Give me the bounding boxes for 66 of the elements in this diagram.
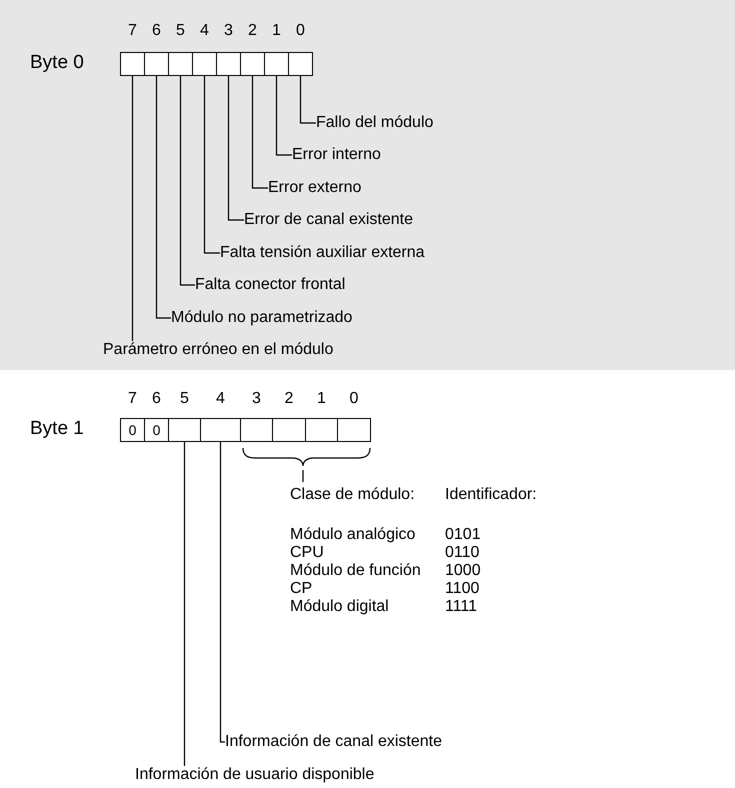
leader-line bbox=[180, 76, 195, 286]
bit-number: 5 bbox=[176, 22, 185, 40]
bit-number: 2 bbox=[284, 390, 294, 408]
table-cell: CP bbox=[290, 580, 312, 598]
bit-cell bbox=[305, 418, 338, 442]
table-cell: 1100 bbox=[445, 580, 480, 598]
bit-number: 4 bbox=[216, 390, 225, 408]
bit-cell bbox=[288, 52, 313, 76]
bit-description: Falta tensión auxiliar externa bbox=[220, 244, 425, 262]
table-cell: Módulo analógico bbox=[290, 526, 416, 544]
bit-description: Información de usuario disponible bbox=[135, 766, 374, 784]
bit-cell bbox=[168, 52, 193, 76]
bit-cell bbox=[240, 418, 273, 442]
bit-description: Fallo del módulo bbox=[316, 114, 434, 132]
leader-line bbox=[228, 76, 244, 221]
bit-description: Error de canal existente bbox=[244, 211, 413, 229]
bit-description: Error externo bbox=[268, 179, 362, 197]
table-cell: 0101 bbox=[445, 526, 481, 544]
table-cell: CPU bbox=[290, 544, 324, 562]
leader-line bbox=[156, 76, 171, 319]
bit-number: 3 bbox=[252, 390, 261, 408]
leader-line bbox=[220, 442, 225, 743]
bit-cell: 0 bbox=[120, 418, 145, 442]
table-header: Identificador: bbox=[445, 486, 537, 504]
bit-number: 7 bbox=[128, 390, 137, 408]
bit-description: Módulo no parametrizado bbox=[171, 309, 352, 327]
table-cell: Módulo de función bbox=[290, 562, 421, 580]
bit-cell bbox=[264, 52, 289, 76]
bit-cell bbox=[144, 52, 169, 76]
bit-number: 6 bbox=[152, 390, 161, 408]
bit-cell bbox=[200, 418, 241, 442]
leader-line bbox=[184, 442, 186, 766]
leader-line bbox=[300, 76, 316, 124]
table-cell: 1111 bbox=[445, 598, 478, 616]
bit-cell bbox=[337, 418, 371, 442]
bit-cell bbox=[120, 52, 145, 76]
bit-cell bbox=[216, 52, 241, 76]
table-cell: 0110 bbox=[445, 544, 480, 562]
table-header: Clase de módulo: bbox=[290, 486, 415, 504]
bit-cell bbox=[168, 418, 201, 442]
leader-line bbox=[204, 76, 220, 254]
bit-description: Información de canal existente bbox=[225, 733, 442, 751]
bit-number: 0 bbox=[350, 390, 358, 408]
bit-number: 1 bbox=[317, 390, 326, 408]
bit-number: 7 bbox=[128, 22, 137, 40]
table-cell: Módulo digital bbox=[290, 598, 389, 616]
bit-number: 4 bbox=[200, 22, 209, 40]
bit-description: Parámetro erróneo en el módulo bbox=[103, 341, 334, 359]
bit-description: Falta conector frontal bbox=[195, 276, 346, 294]
bit-cell bbox=[192, 52, 217, 76]
bit-number: 0 bbox=[296, 22, 305, 40]
register-name: Byte 0 bbox=[30, 54, 84, 72]
table-cell: 1000 bbox=[445, 562, 481, 580]
leader-line bbox=[276, 76, 292, 156]
bit-number: 6 bbox=[152, 22, 161, 40]
bit-cell bbox=[240, 52, 265, 76]
leader-line bbox=[252, 76, 268, 189]
bit-description: Error interno bbox=[292, 146, 381, 164]
bit-number: 3 bbox=[224, 22, 233, 40]
bit-cell bbox=[272, 418, 306, 442]
bit-cell: 0 bbox=[144, 418, 169, 442]
bit-number: 5 bbox=[180, 390, 189, 408]
bit-number: 2 bbox=[248, 22, 257, 40]
bit-number: 1 bbox=[272, 22, 281, 40]
leader-line bbox=[132, 76, 134, 341]
register-name: Byte 1 bbox=[30, 420, 84, 438]
